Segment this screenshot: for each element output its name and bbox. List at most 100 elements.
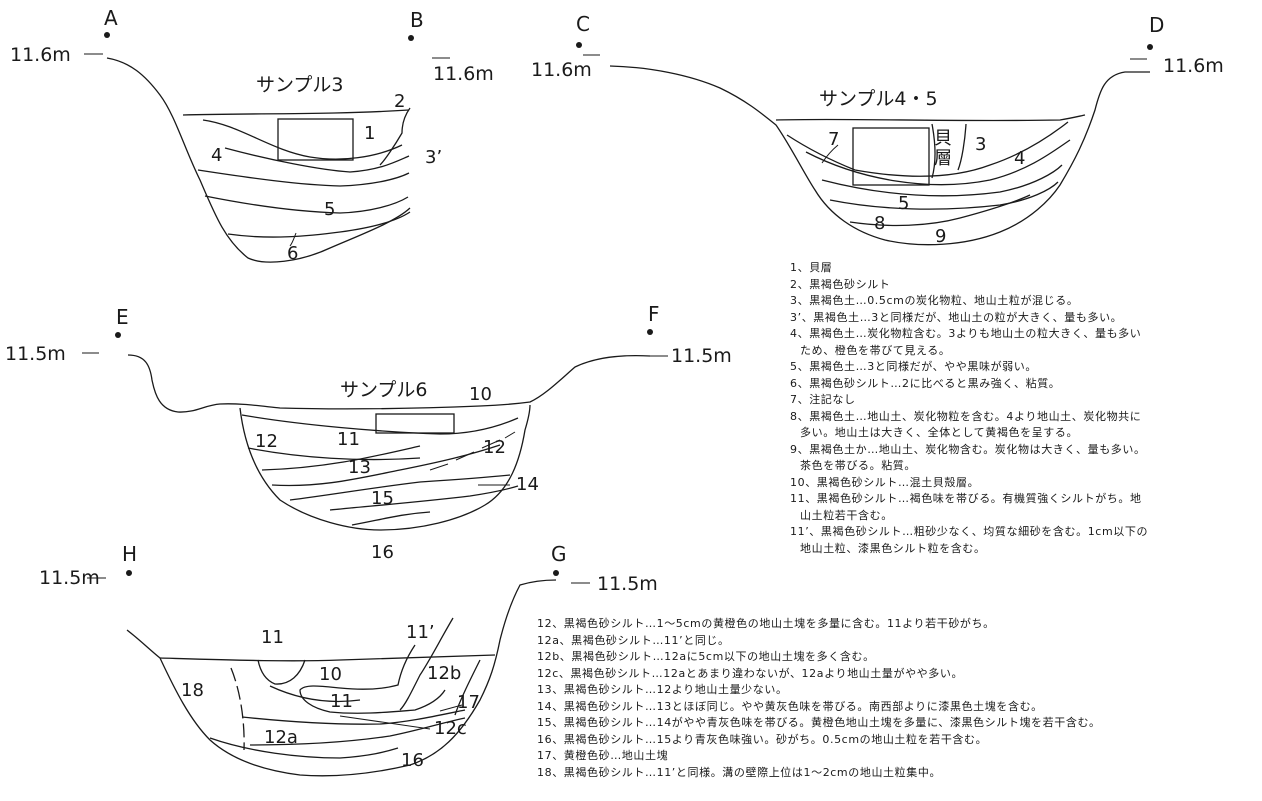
fill-top-hg [159,654,496,662]
layer-boundary-cd-3 [821,164,1063,197]
note-item: 11、黒褐色砂シルト…褐色味を帯びる。有機質強くシルトがち。地 [790,492,1142,505]
layer-boundary-cd-4 [829,181,1059,210]
section-cd: C D 11.6m 11.6m サンプル4・5 7 貝 層 3 4 5 8 9 [531,12,1224,247]
elevation-hg-right: 11.5m [597,573,658,595]
point-marker-e [115,332,121,338]
note-item: 12a、黒褐色砂シルト…11’と同じ。 [537,633,730,647]
layer-ef-15: 15 [371,488,394,509]
note-item: 8、黒褐色土…地山土、炭化物粒を含む。4より地山土、炭化物共に [790,409,1142,423]
note-item: 18、黒褐色砂シルト…11’と同様。溝の壁際上位は1～2cmの地山土粒集中。 [537,765,942,779]
layer-boundary-ef-1 [241,414,519,435]
ground-profile-ab [106,57,411,263]
note-item: 16、黒褐色砂シルト…15より青灰色味強い。砂がち。0.5cmの地山土粒を若干含… [537,732,988,746]
section-ab: A B 11.6m 11.6m サンプル3 1 2 3’ 4 5 6 [10,6,494,264]
layer-hg-11prime: 11’ [406,622,435,643]
layer-ef-13: 13 [348,457,371,478]
layer-boundary-hg-4 [209,737,399,759]
point-label-d: D [1149,13,1164,37]
point-label-g: G [551,542,567,566]
layer-ef-12-right: 12 [483,437,506,458]
point-marker-c [576,42,582,48]
layer-boundary-ef-2 [247,447,421,461]
layer-ab-1: 1 [364,123,375,144]
note-item-continuation: 地山土粒、漆黒色シルト粒を含む。 [800,541,986,555]
layer-ef-12-left: 12 [255,431,278,452]
shell-layer-boundary-left [931,123,936,179]
note-item: 3、黒褐色土…0.5cmの炭化物粒、地山土粒が混じる。 [790,294,1079,307]
layer-boundary-ab-3p [197,169,410,187]
layer-boundary-cd-2 [805,139,1071,186]
section-hg: H G 11.5m 11.5m 11 11’ 10 12b 18 11 17 1… [39,542,658,777]
note-item: 5、黒褐色土…3と同様だが、やや黒味が弱い。 [790,360,1037,373]
layer-notes-list-1: 1、貝層 2、黒褐色砂シルト 3、黒褐色土…0.5cmの炭化物粒、地山土粒が混じ… [790,260,1148,557]
point-marker-h [126,570,132,576]
layer-boundary-cd-1 [786,121,1069,177]
pit-outline-ef [239,404,531,531]
layer-ef-14: 14 [516,474,539,495]
note-item: 14、黒褐色砂シルト…13とほぼ同じ。やや黄灰色味を帯びる。南西部よりに漆黒色土… [537,699,1043,713]
layer-ef-16: 16 [371,542,394,563]
layer-boundary-ab-1 [202,119,403,160]
layer-boundary-cd-5 [849,194,1031,227]
layer-cd-7: 7 [828,129,839,150]
layer-boundary-ef-5 [289,474,511,501]
point-label-c: C [576,12,590,36]
layer-ef-11: 11 [337,429,360,450]
layer-hg-17: 17 [457,692,480,713]
layer-ab-3prime: 3’ [425,147,442,168]
elevation-ef-right: 11.5m [671,345,732,367]
elevation-ab-left: 11.6m [10,44,71,66]
ground-profile-ef [127,354,651,413]
sample-6-box [375,413,455,434]
note-item: 6、黒褐色砂シルト…2に比べると黒み強く、粘質。 [790,376,1061,390]
layer-ef-10: 10 [469,384,492,405]
ground-profile-cd [609,65,1150,246]
layer-hg-18: 18 [181,680,204,701]
layer-hg-12c: 12c [434,718,467,739]
layer-boundary-ef-3 [261,445,421,471]
layer17-leader [439,704,463,712]
elevation-hg-left: 11.5m [39,567,100,589]
note-item: 11’、黒褐色砂シルト…粗砂少なく、均質な細砂を含む。1cm以下の [790,525,1149,538]
note-item: 10、黒褐色砂シルト…混土貝殻層。 [790,475,980,489]
layer-ab-2: 2 [394,91,405,112]
elevation-cd-right: 11.6m [1163,55,1224,77]
section-ef: E F 11.5m 11.5m サンプル6 10 11 12 12 13 14 … [5,302,732,563]
layer-cd-5: 5 [898,193,909,214]
sample-45-box [852,127,930,186]
layer-boundary-ef-7 [351,511,431,526]
layer-cd-8: 8 [874,213,885,234]
point-label-h: H [122,542,137,566]
layer-hg-11-mid: 11 [330,691,353,712]
note-item-continuation: ため、橙色を帯びて見える。 [800,343,951,357]
layer-cd-9: 9 [935,226,946,247]
point-label-f: F [648,302,660,326]
note-item: 3’、黒褐色土…3と同様だが、地山土の粒が大きく、量も多い。 [790,310,1123,324]
note-item-continuation: 山土粒若干含む。 [800,508,893,522]
point-label-b: B [410,8,424,32]
layer-boundary-ef-dashed [429,431,516,471]
point-marker-a [104,32,110,38]
layer-cd-shell-char1: 貝 [934,128,952,149]
fill-top-cd [775,114,1086,122]
note-item: 12c、黒褐色砂シルト…12aとあまり違わないが、12aより地山土量がやや多い。 [537,666,964,680]
layer-boundary-ab-4 [204,195,409,214]
layer-hg-16: 16 [401,750,424,771]
note-item: 1、貝層 [790,261,833,274]
layer7-leader [821,144,839,164]
point-label-e: E [116,305,129,329]
layer-ab-4: 4 [211,145,222,166]
point-marker-g [553,570,559,576]
note-item: 13、黒褐色砂シルト…12より地山土量少ない。 [537,683,788,696]
layer-boundary-ef-4 [271,444,501,487]
layer-boundary-hg-12b [454,659,481,716]
sample-45-label: サンプル4・5 [819,88,938,110]
layer-boundary-hg-11a [257,659,306,685]
note-item: 12、黒褐色砂シルト…1～5cmの黄橙色の地山土塊を多量に含む。11より若干砂が… [537,617,995,630]
layer-boundary-hg-11p [399,617,454,711]
layer6-leader [289,232,297,247]
layer-boundary-ef-6 [329,485,519,511]
note-item: 4、黒褐色土…炭化物粒含む。3よりも地山土の粒大きく、量も多い [790,327,1142,340]
elevation-cd-left: 11.6m [531,59,592,81]
